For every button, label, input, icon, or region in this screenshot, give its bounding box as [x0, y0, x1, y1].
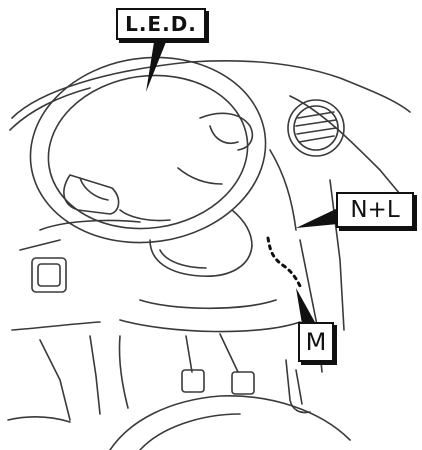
nl-pointer: [296, 208, 338, 228]
m-label: M: [298, 322, 334, 362]
left-switch-panel: [12, 258, 100, 330]
n-plus-l-label: N+L: [336, 192, 414, 228]
harness-route-dotted: [268, 238, 300, 286]
led-label: L.E.D.: [116, 8, 206, 40]
air-vent: [288, 100, 344, 156]
